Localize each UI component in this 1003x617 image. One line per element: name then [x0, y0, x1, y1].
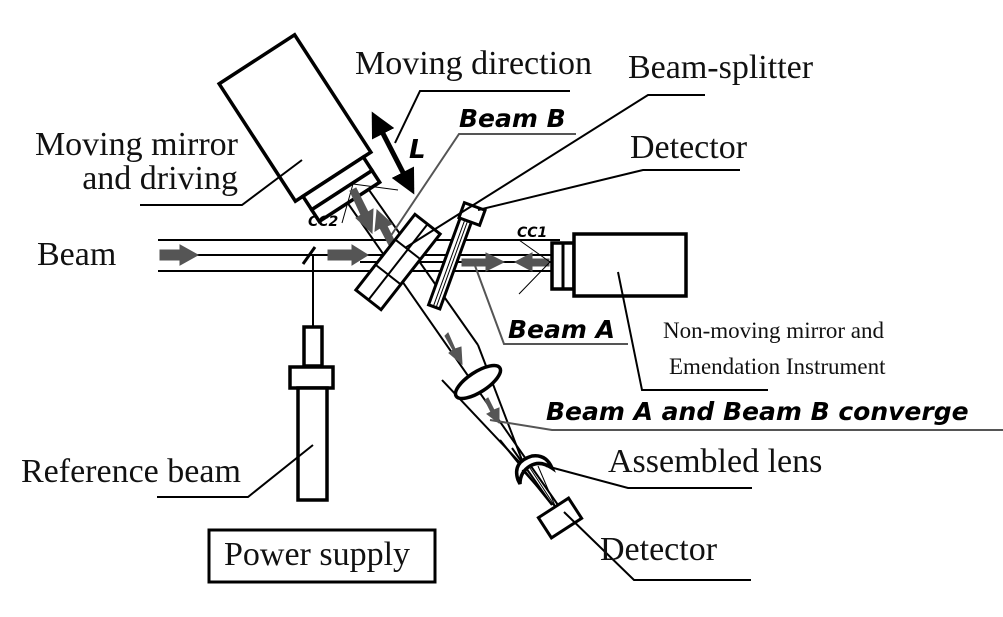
cc1-marker: [518, 239, 551, 295]
moving-direction-leader: [394, 90, 570, 144]
detector-bottom-box: [536, 496, 584, 540]
beam-b-label: Beam B: [459, 104, 566, 133]
cc2-label: CC2: [308, 214, 338, 230]
detector-bottom-label: Detector: [600, 531, 718, 568]
moving-mirror-label-2: and driving: [82, 160, 238, 197]
moving-mirror: [216, 32, 383, 224]
beam-arrow-mid: [327, 244, 369, 266]
beam-a-label: Beam A: [508, 315, 615, 344]
beam-label: Beam: [37, 236, 116, 273]
reference-beam-leader: [157, 444, 314, 498]
beam-a-leader: [473, 262, 628, 345]
converging-lens: [453, 363, 503, 401]
beam-splitter-label: Beam-splitter: [628, 49, 814, 86]
reference-beam-label: Reference beam: [21, 453, 241, 490]
cc1-label: CC1: [517, 225, 547, 241]
non-moving-mirror: [550, 232, 688, 298]
beam-arrow-input: [159, 244, 200, 266]
converge-label: Beam A and Beam B converge: [546, 397, 969, 426]
power-supply-box: [207, 528, 437, 584]
beam-splitter-leader: [404, 94, 705, 249]
reference-pickoff-mirror: [301, 246, 317, 265]
beam-down-arrow-2: [484, 397, 500, 424]
non-moving-label-1: Non-moving mirror and: [663, 318, 885, 343]
detector-bottom-leader: [563, 511, 751, 581]
beam-b-leader: [387, 133, 576, 241]
moving-direction-label: Moving direction: [355, 45, 592, 82]
non-moving-label-2: Emendation Instrument: [669, 354, 886, 379]
assembled-lens-leader: [545, 465, 752, 489]
converge-leader: [489, 419, 1003, 431]
reference-laser: [288, 325, 335, 502]
detector-top-label: Detector: [630, 129, 748, 166]
moving-mirror-leader: [140, 159, 303, 206]
assembled-lens-label: Assembled lens: [608, 443, 822, 480]
distance-l-label: L: [409, 135, 426, 165]
converging-rays: [521, 465, 557, 509]
detector-top-leader: [477, 169, 740, 211]
beam-down-arrow-1: [444, 332, 463, 366]
power-supply-label: Power supply: [224, 536, 410, 573]
moving-mirror-label-1: Moving mirror: [35, 126, 239, 163]
moving-direction-arrow: [371, 111, 415, 195]
detector-top-assembly: [426, 200, 487, 311]
non-moving-leader: [617, 271, 768, 391]
beam-b-arrows: [349, 187, 397, 248]
